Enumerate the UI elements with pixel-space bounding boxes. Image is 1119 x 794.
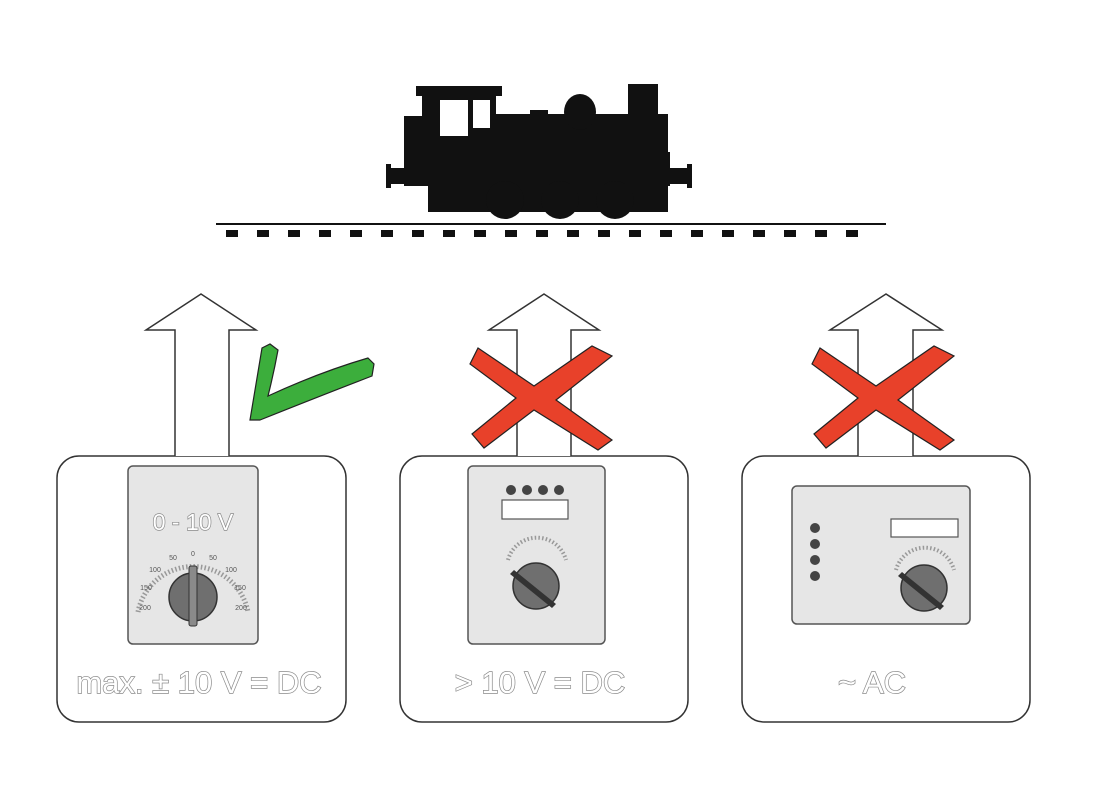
rail-sleeper [536,230,548,237]
dial-label-100-left: 100 [149,567,161,574]
check-mark-icon [250,344,374,420]
panel-voltage-label: ~ AC [838,665,906,700]
dial-label-200-right: 200 [235,605,247,612]
dial-label-0: 0 [191,551,195,558]
rail-sleeper [660,230,672,237]
rail-sleeper [226,230,238,237]
rail-sleeper [474,230,486,237]
rail-sleeper [722,230,734,237]
rail-sleeper [815,230,827,237]
dial-label-50-left: 50 [169,555,177,562]
ac-transformer-icon [792,486,970,624]
rail-track [216,224,886,237]
dial-label-100-right: 100 [225,567,237,574]
rail-sleeper [412,230,424,237]
dial-label-50-right: 50 [209,555,217,562]
rail-sleeper [257,230,269,237]
panel-voltage-label: > 10 V = DC [455,665,626,700]
rail-sleeper [319,230,331,237]
rail-sleeper [381,230,393,237]
rail-sleeper [784,230,796,237]
rail-sleeper [505,230,517,237]
dc-transformer-icon [468,466,605,644]
dial-label-150-left: 150 [140,585,152,592]
rail-sleeper [691,230,703,237]
up-arrow-icon [146,294,256,456]
rail-sleeper [350,230,362,237]
dial-label-200-left: 200 [139,605,151,612]
rail-sleeper [753,230,765,237]
rail-sleeper [598,230,610,237]
dial-label-150-right: 150 [234,585,246,592]
steam-locomotive-silhouette-icon [386,84,692,219]
panel-ac-transformer: ~ AC [742,294,1030,722]
rail-sleeper [288,230,300,237]
rail-sleeper [567,230,579,237]
rail-sleeper [629,230,641,237]
rail-sleeper [846,230,858,237]
panel-dc-transformer: > 10 V = DC [400,294,688,722]
analog-controller-icon: 0 - 10 V 0 50 50 100 100 150 150 200 200 [128,466,258,644]
rail-sleepers [226,230,858,237]
panel-voltage-label: max. ± 10 V = DC [76,665,321,700]
panel-analog-controller: 0 - 10 V 0 50 50 100 100 150 150 200 200… [57,294,374,722]
rail-sleeper [443,230,455,237]
device-display-label: 0 - 10 V [153,509,234,535]
